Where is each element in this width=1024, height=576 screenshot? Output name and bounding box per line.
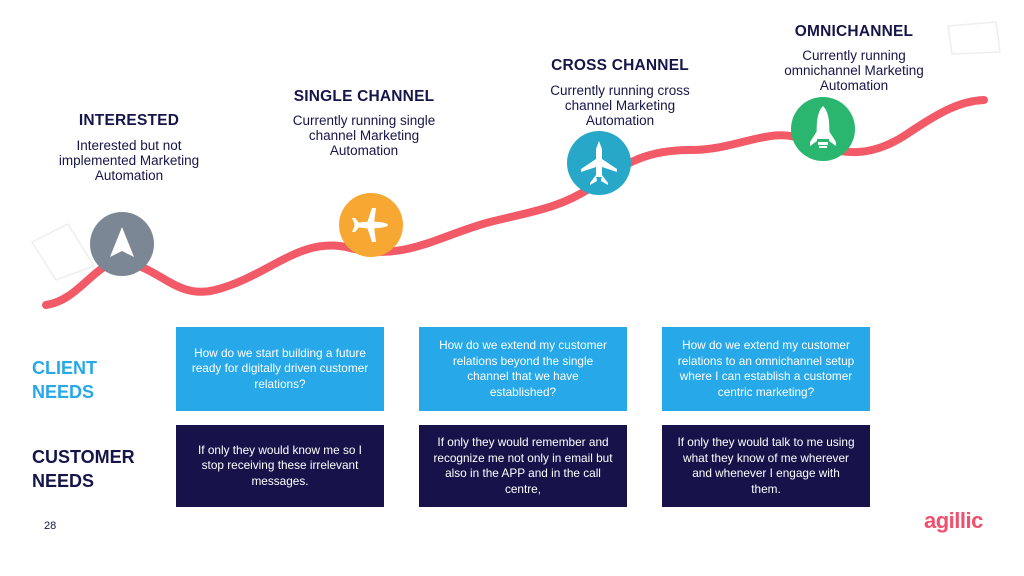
- stage-single-channel-description: Currently running single channel Marketi…: [264, 113, 464, 158]
- arrowhead-icon: [110, 227, 134, 257]
- customer-need-box-1: If only they would know me so I stop rec…: [176, 425, 384, 507]
- client-need-box-1: How do we start building a future ready …: [176, 327, 384, 411]
- stage-cross-channel-description: Currently running cross channel Marketin…: [520, 83, 720, 128]
- customer-needs-label: CUSTOMER NEEDS: [32, 445, 135, 493]
- description-line: Currently running single: [292, 113, 436, 128]
- client-need-text: How do we start building a future ready …: [191, 345, 369, 391]
- stage-omnichannel-icon-circle: [791, 97, 855, 161]
- stage-omnichannel-title: OMNICHANNEL: [794, 23, 914, 40]
- description-line: implemented Marketing: [58, 153, 200, 168]
- description-line: Interested but not: [76, 138, 182, 153]
- client-need-box-3: How do we extend my customer relations t…: [662, 327, 870, 411]
- client-need-text: How do we extend my customer relations b…: [439, 338, 607, 399]
- customer-need-text: If only they would know me so I stop rec…: [198, 442, 362, 488]
- stage-interested-title: INTERESTED: [78, 112, 180, 129]
- description-line: Automation: [819, 78, 889, 93]
- stage-interested-icon-circle: [90, 212, 154, 276]
- description-line: Currently running: [802, 48, 906, 63]
- description-line: Automation: [585, 113, 655, 128]
- customer-need-text: If only they would remember and recogniz…: [433, 435, 613, 496]
- stage-omnichannel-description: Currently running omnichannel Marketing …: [754, 48, 954, 93]
- customer-need-box-2: If only they would remember and recogniz…: [419, 425, 627, 507]
- stage-single-channel-icon-circle: [339, 193, 403, 257]
- label-line: NEEDS: [32, 471, 95, 491]
- stage-interested-description: Interested but not implemented Marketing…: [30, 138, 228, 183]
- stage-cross-channel-icon-circle: [567, 131, 631, 195]
- label-line: CLIENT: [32, 358, 97, 378]
- customer-need-box-3: If only they would talk to me using what…: [662, 425, 870, 507]
- page-number: 28: [44, 520, 57, 532]
- description-line: channel Marketing: [308, 128, 420, 143]
- label-line: CUSTOMER: [32, 447, 135, 467]
- description-line: omnichannel Marketing: [784, 63, 924, 78]
- customer-need-text: If only they would talk to me using what…: [677, 435, 855, 496]
- stage-cross-channel-title: CROSS CHANNEL: [551, 57, 689, 74]
- decorative-outline-right: [947, 21, 1001, 55]
- client-needs-label: CLIENT NEEDS: [32, 356, 97, 404]
- stage-single-channel-title: SINGLE CHANNEL: [293, 88, 435, 105]
- description-line: Automation: [94, 168, 164, 183]
- description-line: Currently running cross: [550, 83, 690, 98]
- client-need-box-2: How do we extend my customer relations b…: [419, 327, 627, 411]
- airplane-icon: [352, 208, 388, 242]
- agillic-logo: agillic: [924, 508, 983, 533]
- decorative-outline-left: [30, 223, 96, 281]
- rocket-icon: [810, 106, 836, 148]
- jet-icon: [581, 141, 617, 185]
- description-line: channel Marketing: [564, 98, 676, 113]
- description-line: Automation: [329, 143, 399, 158]
- label-line: NEEDS: [32, 382, 95, 402]
- client-need-text: How do we extend my customer relations t…: [677, 338, 855, 399]
